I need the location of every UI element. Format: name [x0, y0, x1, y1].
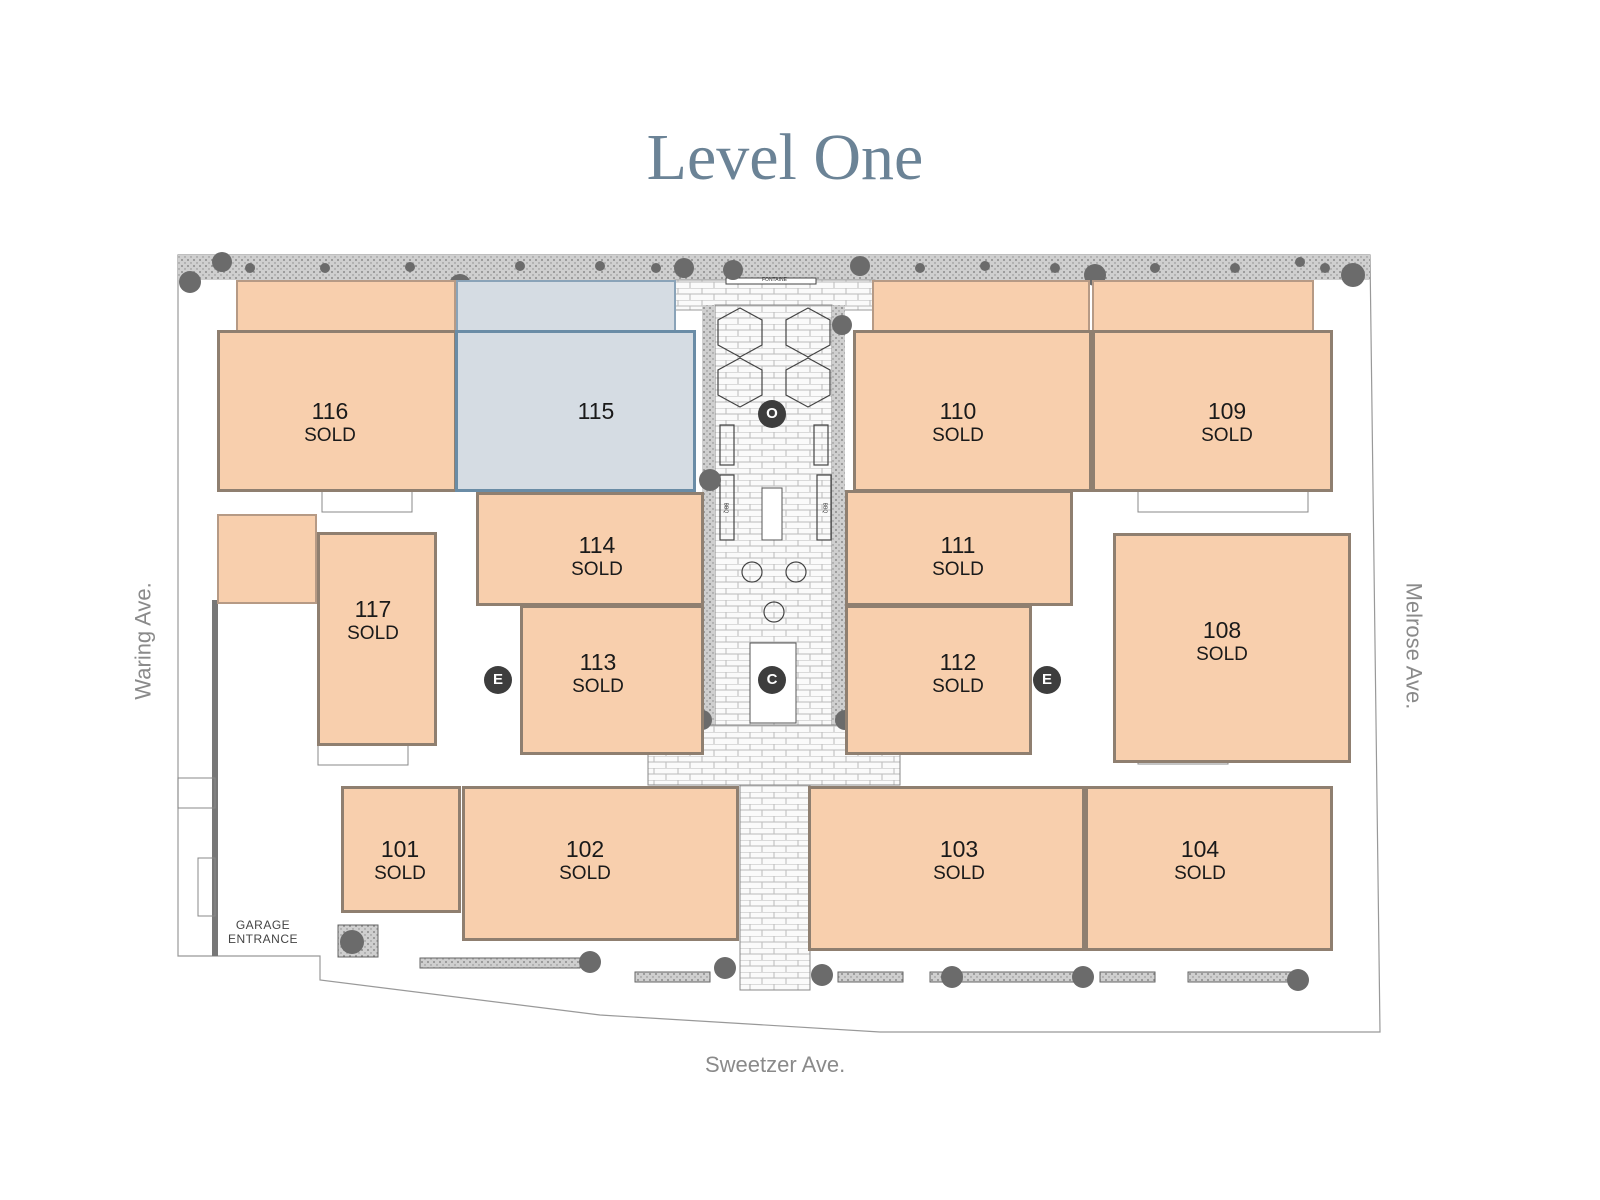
unit-113[interactable]: [520, 605, 704, 755]
unit-110[interactable]: [853, 330, 1092, 492]
unit-115[interactable]: [455, 330, 696, 492]
unit-114[interactable]: [476, 492, 704, 606]
unit-108[interactable]: [1113, 533, 1351, 763]
unit-111[interactable]: [845, 490, 1073, 606]
unit-label-115: 115: [577, 398, 615, 424]
unit-117-annex: [217, 514, 317, 604]
unit-112[interactable]: [845, 605, 1032, 755]
unit-109[interactable]: [1092, 330, 1333, 492]
elevator-left-badge: E: [484, 666, 512, 694]
unit-116-patio: [236, 280, 456, 332]
unit-101[interactable]: [341, 786, 461, 913]
street-east: Melrose Ave.: [1401, 582, 1427, 710]
bbq-left-label: BBQ: [722, 502, 729, 514]
garage-label-line1: GARAGE: [235, 918, 291, 932]
open-space-badge: O: [758, 400, 786, 428]
courtyard-badge: C: [758, 666, 786, 694]
unit-109-patio: [1092, 280, 1314, 332]
unit-117[interactable]: [317, 532, 437, 746]
garage-label-line2: ENTRANCE: [228, 932, 299, 946]
bbq-right-label: BBQ: [821, 502, 828, 514]
unit-103[interactable]: [808, 786, 1085, 951]
street-south: Sweetzer Ave.: [705, 1052, 846, 1077]
page-title: Level One: [646, 121, 924, 194]
entry-walkway: [739, 784, 811, 991]
elevator-right-badge: E: [1033, 666, 1061, 694]
street-west: Waring Ave.: [130, 582, 156, 700]
north-planter: [178, 255, 1370, 280]
site-boundary: [177, 254, 1381, 1033]
unit-110-patio: [872, 280, 1090, 332]
unit-115-patio: [456, 280, 676, 332]
garage-entrance-label: GARAGE ENTRANCE: [228, 918, 298, 946]
unit-102[interactable]: [462, 786, 739, 941]
unit-104[interactable]: [1085, 786, 1333, 951]
fountain-label: FONTAINE: [762, 277, 787, 283]
